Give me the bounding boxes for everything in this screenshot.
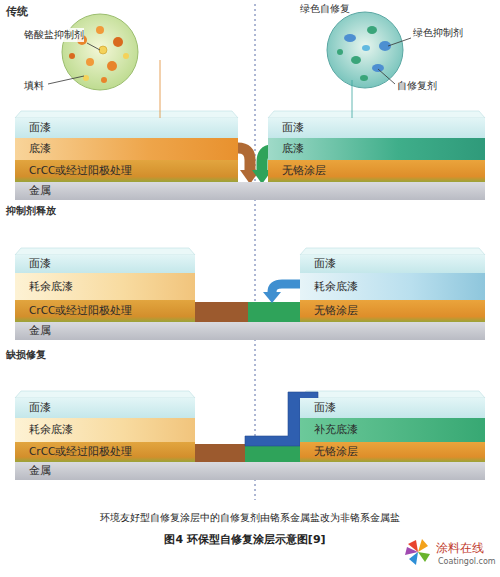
layer-name: CrCC或经过阳极处理 <box>29 164 132 178</box>
coating-layer: 无铬涂层 <box>268 160 485 182</box>
coating-layer: 金属 <box>15 462 485 480</box>
divider <box>255 4 256 500</box>
figure-caption: 图4 环保型自修复涂层示意图[9] <box>164 532 325 547</box>
coating-layer: 底漆 <box>268 138 485 160</box>
layer-name: 金属 <box>29 324 51 338</box>
label: 绿色抑制剂 <box>413 26 463 40</box>
layer-name: 面漆 <box>282 121 304 135</box>
layer-name: 金属 <box>29 184 51 198</box>
layer-name: 面漆 <box>29 121 51 135</box>
label: 缺损修复 <box>6 348 46 362</box>
arrowhead <box>263 292 281 303</box>
layer-name: 无铬涂层 <box>314 445 358 459</box>
layer-name: 面漆 <box>314 401 336 415</box>
label: 传统 <box>6 4 28 19</box>
layer-name: 面漆 <box>29 257 51 271</box>
layer-name: CrCC或经过阳极处理 <box>29 304 132 318</box>
coating-layer: 耗余底漆 <box>15 273 195 300</box>
layer-name: 面漆 <box>314 257 336 271</box>
coating-layer: 无铬涂层 <box>300 442 485 462</box>
coating-layer: 金属 <box>15 322 485 340</box>
coating-layer: CrCC或经过阳极处理 <box>15 442 195 462</box>
label: 自修复剂 <box>397 79 437 93</box>
layer-name: 面漆 <box>29 401 51 415</box>
watermark: 涂料在线 <box>436 540 484 557</box>
layer-name: 底漆 <box>29 142 51 156</box>
coating-layer: 耗余底漆 <box>15 418 195 442</box>
coating-layer: 耗余底漆 <box>300 273 485 300</box>
note: 环境友好型自修复涂层中的自修复剂由铬系金属盐改为非铬系金属盐 <box>100 511 400 525</box>
layer-name: 无铬涂层 <box>282 164 326 178</box>
chromate-deposit <box>195 444 245 462</box>
layer-name: 耗余底漆 <box>29 423 73 437</box>
coating-layer: 面漆 <box>15 255 195 273</box>
coating-layer: 面漆 <box>15 398 195 418</box>
coating-layer: 金属 <box>15 182 485 200</box>
coating-layer: 无铬涂层 <box>300 300 485 322</box>
layer-name: CrCC或经过阳极处理 <box>29 445 132 459</box>
layer-name: 耗余底漆 <box>29 280 73 294</box>
coating-layer: CrCC或经过阳极处理 <box>15 160 238 182</box>
coating-layer: 面漆 <box>268 118 485 138</box>
coating-layer: 面漆 <box>15 118 238 138</box>
coating-layer: 面漆 <box>300 398 485 418</box>
layer-name: 金属 <box>29 464 51 478</box>
label: 抑制剂释放 <box>6 204 56 218</box>
magnified-primer-right <box>327 12 403 88</box>
green-deposit <box>245 444 300 462</box>
watermark: Coatingol.com <box>438 557 496 566</box>
label: 铬酸盐抑制剂 <box>24 28 84 42</box>
coating-layer: 补充底漆 <box>300 418 485 442</box>
label: 绿色自修复 <box>300 2 350 16</box>
coating-layer: 面漆 <box>300 255 485 273</box>
coating-layer: CrCC或经过阳极处理 <box>15 300 195 322</box>
layer-name: 无铬涂层 <box>314 304 358 318</box>
layer-name: 耗余底漆 <box>314 280 358 294</box>
coating-layer: 底漆 <box>15 138 238 160</box>
layer-name: 底漆 <box>282 142 304 156</box>
watermark-logo <box>405 539 430 565</box>
leader-lines <box>48 38 411 128</box>
layer-name: 补充底漆 <box>314 423 358 437</box>
chromate-deposit <box>195 302 248 322</box>
label: 填料 <box>24 79 44 93</box>
green-deposit <box>248 302 300 322</box>
slab-top-faces <box>15 111 485 398</box>
